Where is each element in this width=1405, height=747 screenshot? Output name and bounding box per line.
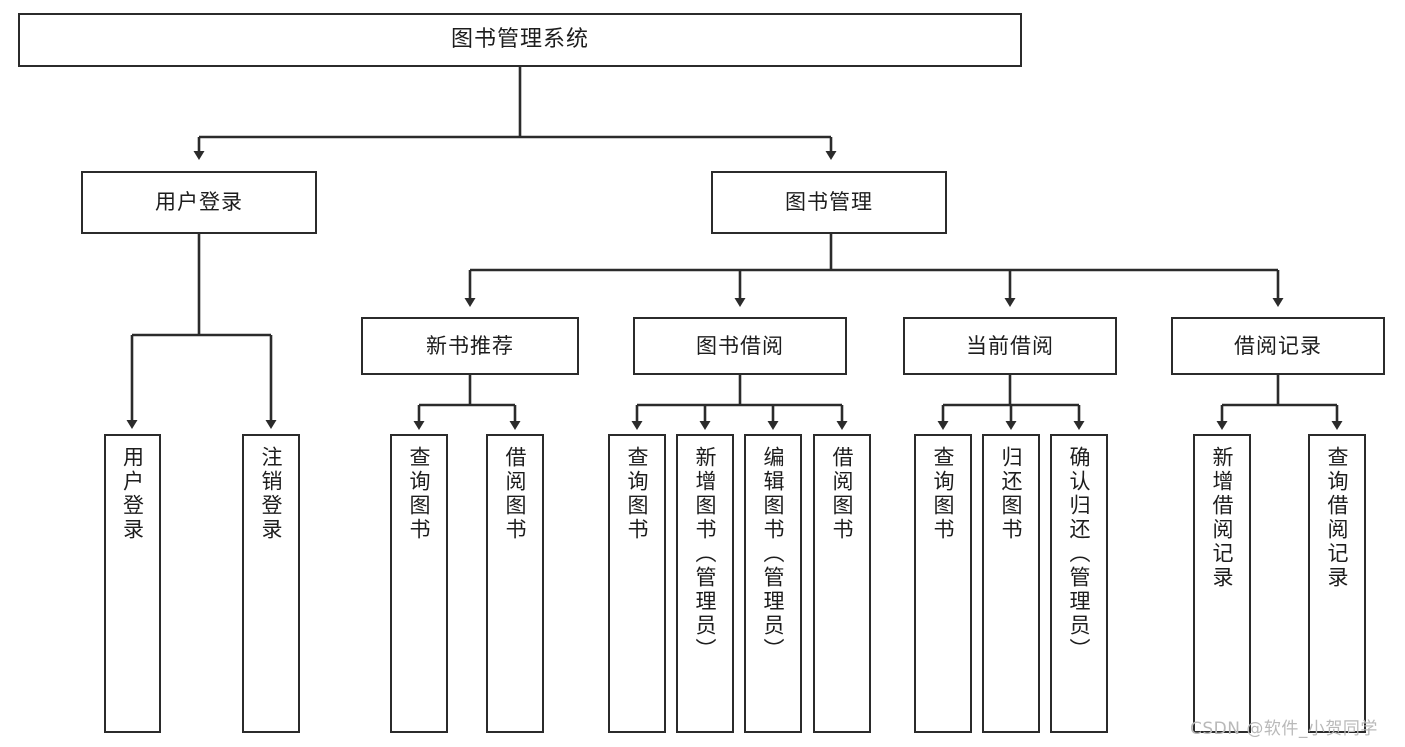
node-book-borrow-label: 图书借阅 xyxy=(696,333,784,358)
leaf-add-book-admin[interactable]: 新增图书（管理员） xyxy=(676,434,734,733)
leaf-return-book[interactable]: 归还图书 xyxy=(982,434,1040,733)
leaf-edit-book-admin[interactable]: 编辑图书（管理员） xyxy=(744,434,802,733)
leaf-add-borrow-record-label: 新增借阅记录 xyxy=(1210,446,1235,590)
leaf-borrow-book-new[interactable]: 借阅图书 xyxy=(486,434,544,733)
leaf-edit-book-admin-label: 编辑图书（管理员） xyxy=(761,446,786,662)
node-new-book-recommend[interactable]: 新书推荐 xyxy=(361,317,579,375)
node-new-book-recommend-label: 新书推荐 xyxy=(426,333,514,358)
leaf-confirm-return-admin-label: 确认归还（管理员） xyxy=(1067,446,1092,662)
leaf-query-book-borrow-label: 查询图书 xyxy=(625,446,650,542)
leaf-user-login[interactable]: 用户登录 xyxy=(104,434,161,733)
node-current-borrow-label: 当前借阅 xyxy=(966,333,1054,358)
node-borrow-records-label: 借阅记录 xyxy=(1234,333,1322,358)
leaf-query-book-current-label: 查询图书 xyxy=(931,446,956,542)
node-book-management[interactable]: 图书管理 xyxy=(711,171,947,234)
node-root-label: 图书管理系统 xyxy=(450,27,589,53)
leaf-return-book-label: 归还图书 xyxy=(999,446,1024,542)
leaf-add-book-admin-label: 新增图书（管理员） xyxy=(693,446,718,662)
leaf-query-book-borrow[interactable]: 查询图书 xyxy=(608,434,666,733)
leaf-logout[interactable]: 注销登录 xyxy=(242,434,300,733)
node-book-management-label: 图书管理 xyxy=(785,190,873,215)
leaf-add-borrow-record[interactable]: 新增借阅记录 xyxy=(1193,434,1251,733)
leaf-query-book-new[interactable]: 查询图书 xyxy=(390,434,448,733)
leaf-query-borrow-record[interactable]: 查询借阅记录 xyxy=(1308,434,1366,733)
leaf-query-book-new-label: 查询图书 xyxy=(407,446,432,542)
node-root[interactable]: 图书管理系统 xyxy=(18,13,1022,67)
csdn-watermark: CSDN @软件_小贺同学 xyxy=(1190,719,1378,739)
leaf-query-book-current[interactable]: 查询图书 xyxy=(914,434,972,733)
leaf-logout-label: 注销登录 xyxy=(259,446,284,542)
leaf-borrow-book-label: 借阅图书 xyxy=(830,446,855,542)
node-current-borrow[interactable]: 当前借阅 xyxy=(903,317,1117,375)
leaf-borrow-book-new-label: 借阅图书 xyxy=(503,446,528,542)
leaf-user-login-label: 用户登录 xyxy=(120,446,145,542)
leaf-confirm-return-admin[interactable]: 确认归还（管理员） xyxy=(1050,434,1108,733)
leaf-borrow-book[interactable]: 借阅图书 xyxy=(813,434,871,733)
node-borrow-records[interactable]: 借阅记录 xyxy=(1171,317,1385,375)
leaf-query-borrow-record-label: 查询借阅记录 xyxy=(1325,446,1350,590)
node-book-borrow[interactable]: 图书借阅 xyxy=(633,317,847,375)
node-user-login-label: 用户登录 xyxy=(155,190,243,215)
node-user-login[interactable]: 用户登录 xyxy=(81,171,317,234)
